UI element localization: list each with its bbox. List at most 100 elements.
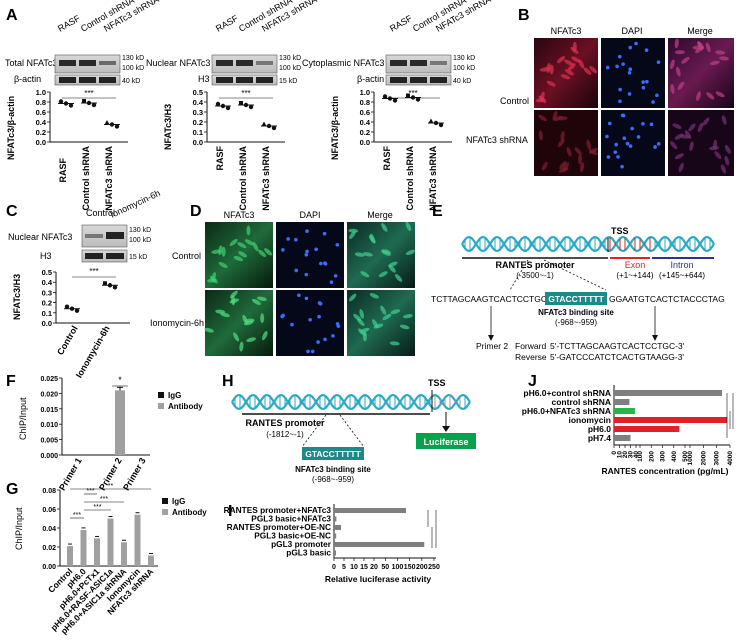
arrow-head bbox=[488, 335, 494, 341]
nucleus-dot bbox=[630, 126, 634, 131]
nucleus-dot bbox=[335, 243, 340, 247]
cell-shape bbox=[359, 309, 365, 319]
marker-label: 100 kD bbox=[122, 65, 144, 72]
blot-label: Nuclear NFATc3 bbox=[146, 58, 210, 68]
nucleus-dot bbox=[621, 62, 625, 66]
band bbox=[430, 77, 447, 83]
nucleus-dot bbox=[622, 136, 627, 140]
x-tick-label: 50 bbox=[381, 564, 389, 571]
cell-shape bbox=[381, 250, 391, 256]
luciferase-label: Luciferase bbox=[423, 437, 468, 447]
data-point bbox=[64, 304, 70, 309]
cell-shape bbox=[362, 331, 367, 342]
legend-label: Antibody bbox=[168, 402, 203, 411]
nucleus-dot bbox=[607, 121, 612, 126]
nucleus-dot bbox=[621, 113, 626, 118]
cell-shape bbox=[221, 246, 226, 257]
band bbox=[410, 77, 427, 83]
y-tick-label: 1.0 bbox=[360, 88, 370, 97]
significance-mark: * bbox=[118, 375, 122, 385]
legend-swatch bbox=[158, 392, 164, 398]
panel-letter-f: F bbox=[6, 373, 16, 390]
cell-shape bbox=[264, 248, 273, 256]
y-axis-label: NFATc3/β-actin bbox=[330, 96, 340, 160]
binding-site-sequence: GTACCTTTTT bbox=[548, 294, 604, 304]
row-label: Control bbox=[500, 96, 529, 106]
cell-shape bbox=[258, 249, 266, 257]
marker-label: 130 kD bbox=[129, 227, 151, 234]
x-tick-label: Control shRNA bbox=[81, 146, 91, 211]
y-tick-label: 0.025 bbox=[40, 376, 58, 383]
sequence-left: TCTTAGCAAGTCACTCCTGC bbox=[431, 294, 547, 304]
y-tick-label: 0.06 bbox=[42, 507, 56, 514]
panel-c: C Control Ionomycin-6h Nuclear NFATc3 H3… bbox=[6, 188, 162, 380]
x-tick-label: 100 bbox=[637, 451, 644, 462]
cell-shape bbox=[405, 221, 412, 232]
cell-shape bbox=[702, 117, 710, 126]
intron-label: Intron bbox=[670, 260, 693, 270]
y-tick-label: PGL3 basic+OE-NC bbox=[254, 531, 331, 541]
cell-shape bbox=[677, 81, 685, 91]
legend-swatch bbox=[158, 403, 164, 409]
cell-shape bbox=[229, 238, 238, 247]
nucleus-dot bbox=[628, 67, 633, 72]
marker-label: 100 kD bbox=[453, 65, 475, 72]
panel-g: G 0.000.020.040.060.08 ChIP/Input ******… bbox=[6, 481, 207, 636]
cell-shape bbox=[251, 298, 261, 305]
intron-range: (+145~+644) bbox=[659, 271, 705, 280]
legend-label: Antibody bbox=[172, 508, 207, 517]
cell-shape bbox=[229, 298, 240, 304]
column-label: DAPI bbox=[299, 210, 320, 220]
nucleus-dot bbox=[305, 249, 309, 254]
micrograph-dapi-control bbox=[276, 222, 344, 288]
y-tick-label: RANTES promoter+NFATc3 bbox=[224, 505, 332, 515]
cell-shape bbox=[706, 92, 715, 100]
cell-shape bbox=[368, 235, 376, 244]
nucleus-dot bbox=[627, 92, 632, 96]
nucleus-dot bbox=[616, 155, 620, 159]
significance-mark: *** bbox=[84, 89, 93, 98]
cell-shape bbox=[578, 154, 583, 165]
nucleus-dot bbox=[305, 229, 309, 234]
cell-shape bbox=[381, 223, 388, 232]
y-axis-label: ChIP/Input bbox=[18, 397, 28, 440]
cell-shape bbox=[546, 80, 556, 87]
cell-shape bbox=[696, 91, 701, 101]
primer-label: Primer 2 bbox=[476, 341, 508, 351]
y-tick-label: 0.010 bbox=[40, 422, 58, 429]
x-tick-label: 400 bbox=[671, 451, 678, 462]
binding-site-sequence: GTACCTTTTT bbox=[305, 449, 361, 459]
nucleus-dot bbox=[308, 317, 312, 322]
nucleus-dot bbox=[281, 248, 285, 252]
cell-shape bbox=[678, 162, 684, 173]
bar bbox=[614, 417, 728, 423]
arrow-head bbox=[442, 426, 450, 432]
band bbox=[430, 61, 447, 65]
cell-shape bbox=[538, 114, 547, 122]
data-point bbox=[266, 123, 272, 129]
y-tick-label: control shRNA bbox=[552, 397, 612, 407]
y-axis-label: NFATc3/H3 bbox=[12, 274, 22, 320]
panel-letter-a: A bbox=[6, 7, 18, 24]
cell-shape bbox=[380, 305, 387, 315]
forward-label: Forward bbox=[515, 341, 546, 351]
data-point bbox=[239, 101, 243, 105]
x-tick-label: 0 bbox=[332, 564, 336, 571]
panel-letter-j: J bbox=[528, 373, 537, 390]
x-tick-label: 1000 bbox=[687, 451, 694, 466]
band bbox=[79, 60, 96, 66]
band bbox=[256, 61, 273, 65]
cell-shape bbox=[670, 83, 675, 94]
y-tick-label: 0.0 bbox=[193, 138, 203, 147]
y-tick-label: 0.04 bbox=[42, 526, 56, 533]
data-point bbox=[112, 285, 118, 290]
cell-shape bbox=[552, 110, 558, 121]
cell-shape bbox=[373, 323, 384, 329]
bar bbox=[334, 550, 336, 556]
cell-shape bbox=[399, 324, 410, 330]
bar bbox=[94, 538, 100, 566]
y-tick-label: 0.2 bbox=[42, 299, 52, 308]
y-axis-label: ChIP/Input bbox=[14, 507, 24, 550]
cell-shape bbox=[239, 341, 244, 352]
panel-letter-d: D bbox=[190, 203, 202, 220]
